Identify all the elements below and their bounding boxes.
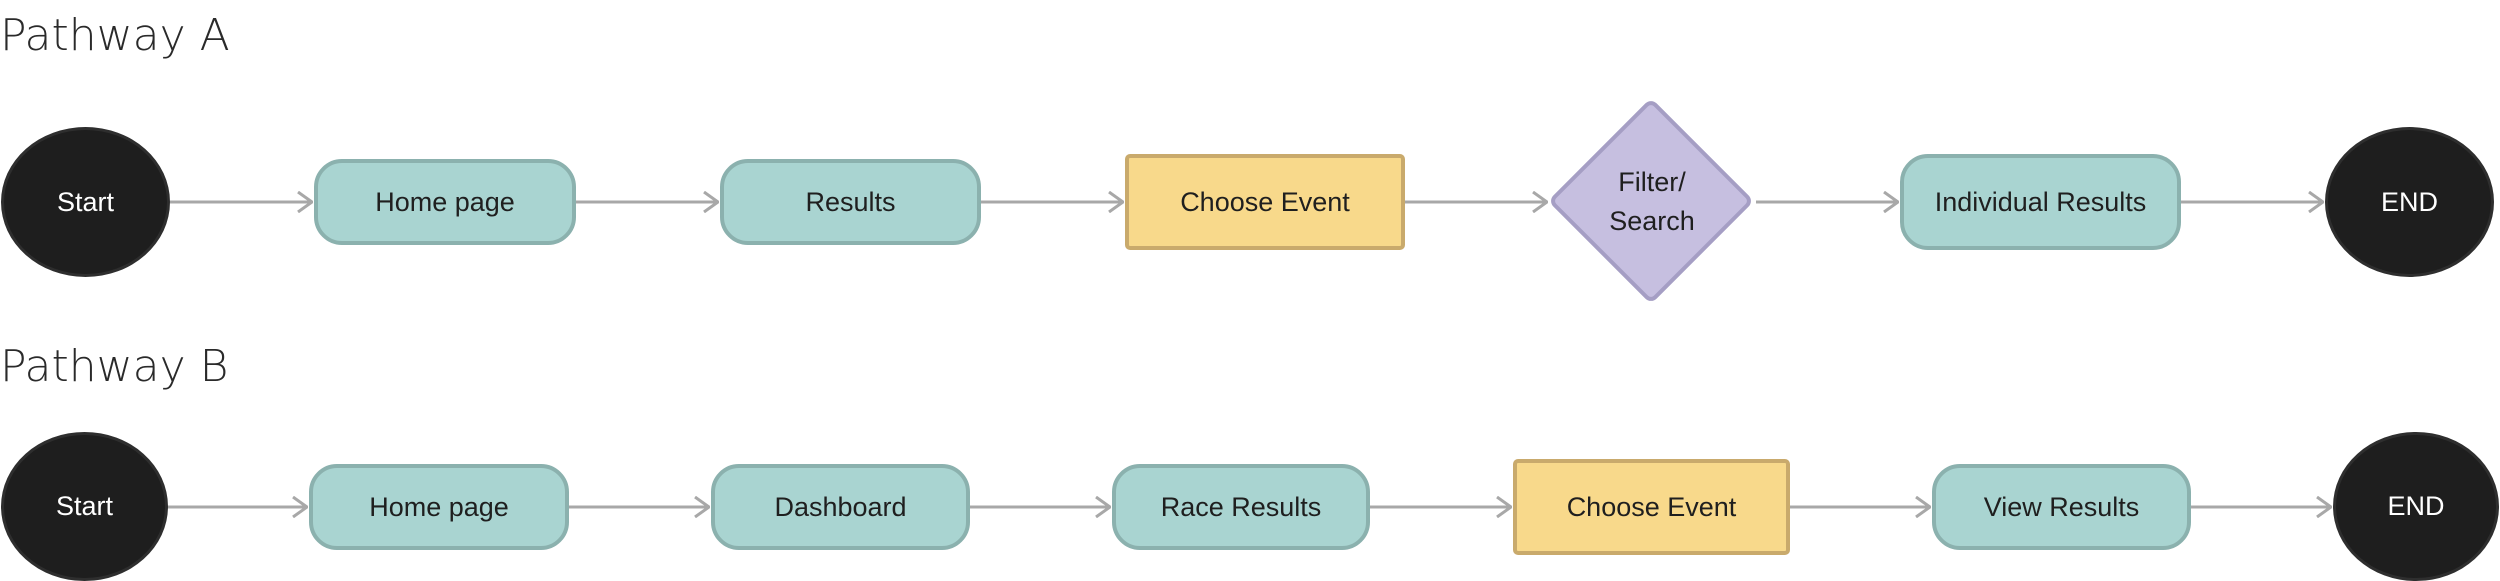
dashboard-node-b: Dashboard (711, 464, 970, 550)
results-node-a: Results (720, 159, 981, 245)
end-node-b: END (2333, 432, 2499, 581)
end-node-a: END (2325, 127, 2494, 277)
individual-results-node-a: Individual Results (1900, 154, 2181, 250)
home-page-node-a: Home page (314, 159, 576, 245)
choose-event-node-b: Choose Event (1513, 459, 1790, 555)
filter-search-label-a: Filter/ Search (1609, 166, 1695, 236)
choose-event-node-a: Choose Event (1125, 154, 1405, 250)
start-node-b: Start (1, 432, 168, 581)
home-page-node-b: Home page (309, 464, 569, 550)
view-results-node-b: View Results (1932, 464, 2191, 550)
start-node-a: Start (1, 127, 170, 277)
pathway-b-title: Pathway B (0, 341, 229, 392)
pathway-a-title: Pathway A (0, 10, 230, 61)
race-results-node-b: Race Results (1112, 464, 1370, 550)
